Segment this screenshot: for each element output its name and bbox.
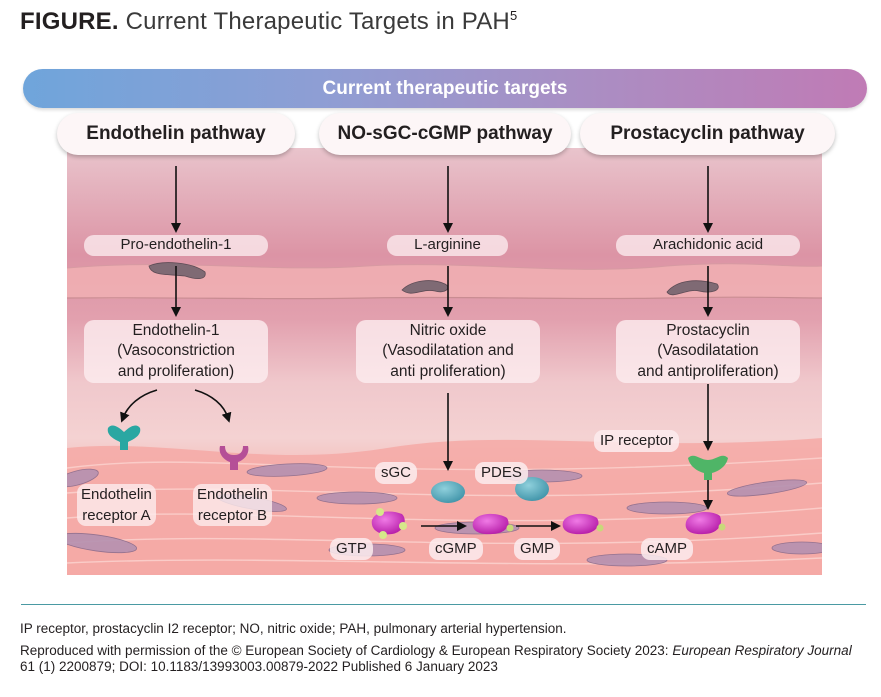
prostacyclin-line-2: (Vasodilatation	[657, 342, 759, 360]
endothelin-pathway-header: Endothelin pathway	[57, 113, 295, 155]
figure-title-reference: 5	[509, 8, 518, 23]
nitric-oxide-box: Nitric oxide (Vasodilatation and anti pr…	[356, 320, 540, 383]
receptor-b-line-2: receptor B	[197, 507, 268, 524]
credit-journal-part-2: Respiratory Journal	[734, 643, 852, 658]
tissue-background	[67, 262, 822, 575]
footer-divider	[21, 604, 866, 605]
permission-credit: Reproduced with permission of the © Euro…	[20, 643, 865, 674]
gtp-label: GTP	[330, 538, 373, 560]
figure-title-lead: FIGURE.	[20, 8, 119, 35]
receptor-b-line-1: Endothelin	[197, 486, 268, 503]
camp-label: cAMP	[641, 538, 694, 560]
prostacyclin-line-3: and antiproliferation)	[637, 362, 779, 380]
prostacyclin-box: Prostacyclin (Vasodilatation and antipro…	[616, 320, 800, 383]
figure-title-text: Current Therapeutic Targets in PAH	[125, 8, 510, 35]
nitric-oxide-line-1: Nitric oxide	[409, 321, 487, 339]
pdes-label: PDES	[475, 462, 528, 484]
arachidonic-acid-label: Arachidonic acid	[616, 235, 800, 256]
endothelin-1-line-3: and proliferation)	[117, 362, 235, 380]
nitric-oxide-line-3: anti proliferation)	[390, 362, 506, 380]
endothelin-1-line-2: (Vasoconstriction	[117, 342, 235, 360]
endothelin-1-box: Endothelin-1 (Vasoconstriction and proli…	[84, 320, 268, 383]
credit-suffix: 61 (1) 2200879; DOI: 10.1183/13993003.00…	[20, 658, 498, 674]
l-arginine-label: L-arginine	[387, 235, 508, 256]
ip-receptor-label: IP receptor	[594, 430, 680, 452]
sgc-label: sGC	[375, 462, 417, 484]
no-sgc-cgmp-pathway-header: NO-sGC-cGMP pathway	[319, 113, 571, 155]
credit-journal-part-1: European	[672, 643, 731, 658]
prostacyclin-pathway-header: Prostacyclin pathway	[580, 113, 835, 155]
nitric-oxide-line-2: (Vasodilatation and	[382, 342, 514, 360]
prostacyclin-line-1: Prostacyclin	[666, 321, 750, 339]
endothelin-1-line-1: Endothelin-1	[132, 321, 220, 339]
gmp-label: GMP	[514, 538, 561, 560]
credit-prefix: Reproduced with permission of the © Euro…	[20, 643, 673, 658]
pro-endothelin-1-label: Pro-endothelin-1	[84, 235, 268, 256]
receptor-a-line-1: Endothelin	[81, 486, 152, 503]
abbreviations-footnote: IP receptor, prostacyclin I2 receptor; N…	[20, 621, 567, 636]
cgmp-label: cGMP	[429, 538, 483, 560]
endothelin-receptor-b-label: Endothelin receptor B	[193, 484, 272, 526]
figure-title: FIGURE. Current Therapeutic Targets in P…	[20, 8, 517, 36]
receptor-a-line-2: receptor A	[82, 507, 151, 524]
therapeutic-targets-banner: Current therapeutic targets	[23, 69, 867, 108]
endothelin-receptor-a-label: Endothelin receptor A	[77, 484, 156, 526]
